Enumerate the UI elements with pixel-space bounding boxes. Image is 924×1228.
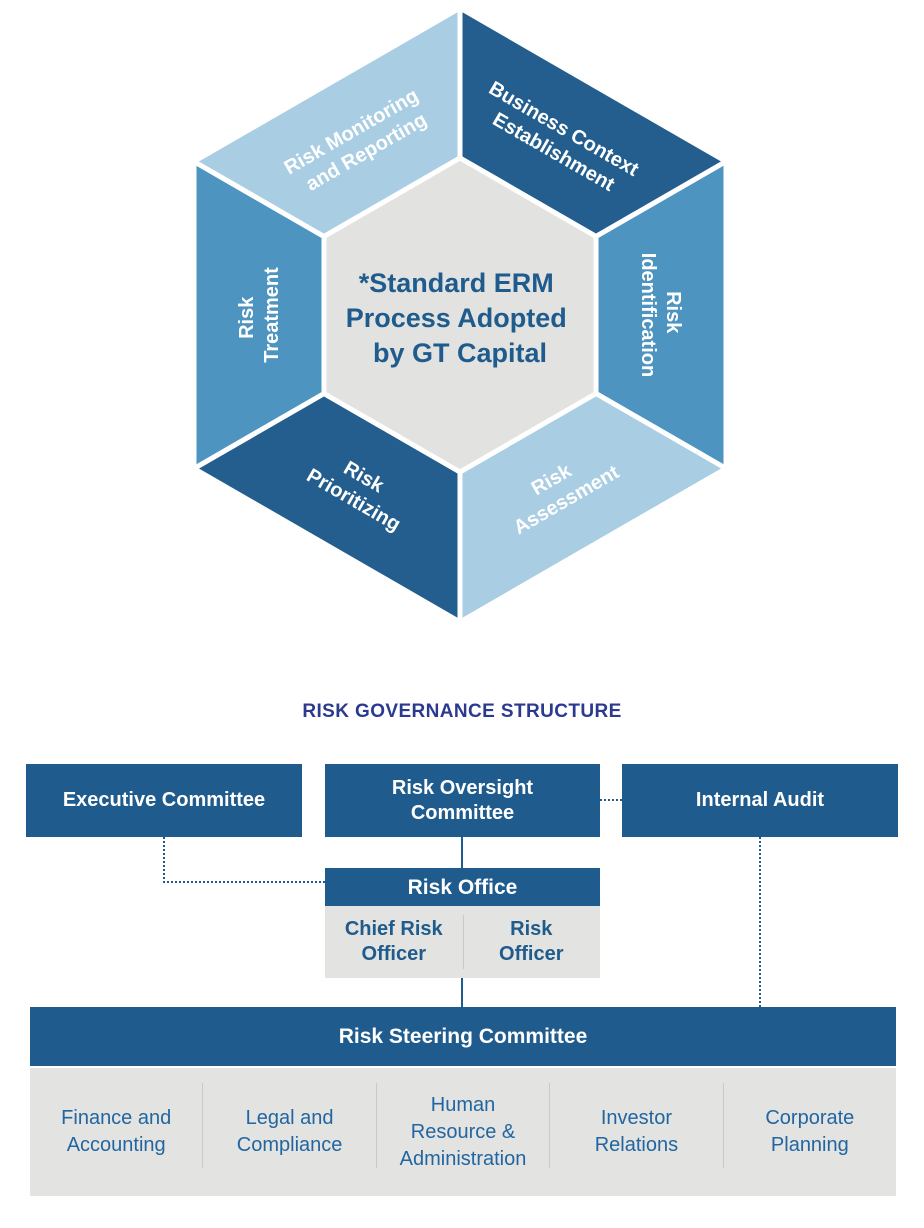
risk-officer-line1: Risk: [510, 918, 553, 940]
panel-divider: [549, 1083, 551, 1168]
connector-exec-down-dotted: [163, 837, 165, 883]
department-line: Legal and: [245, 1107, 334, 1129]
risk-steering-committee-label: Risk Steering Committee: [338, 1025, 588, 1048]
department-line: Human: [430, 1093, 496, 1116]
risk-oversight-committee-box: Risk Oversight Committee: [325, 764, 600, 837]
department-line: Corporate: [765, 1107, 855, 1129]
risk-governance-heading: RISK GOVERNANCE STRUCTURE: [302, 701, 622, 722]
panel-divider: [375, 1083, 377, 1168]
panel-divider: [202, 1083, 204, 1168]
department-line: Investor: [600, 1107, 672, 1129]
department-line: Planning: [770, 1134, 849, 1156]
segment-risk-treatment-label: Risk Treatment: [236, 267, 283, 363]
panel-divider: [722, 1083, 724, 1168]
risk-officer-line2: Officer: [499, 943, 564, 965]
departments-panel: Finance and Accounting Legal and Complia…: [30, 1068, 896, 1196]
risk-oversight-label-line1: Risk Oversight: [391, 776, 534, 799]
segment-risk-assessment: Risk Assessment: [457, 390, 732, 627]
chief-risk-officer-line1: Chief Risk: [344, 918, 443, 940]
connector-exec-to-risk-office-dotted: [163, 881, 325, 883]
department-investor-relations: Investor Relations: [550, 1068, 722, 1196]
department-finance-accounting: Finance and Accounting: [30, 1068, 202, 1196]
executive-committee-box: Executive Committee: [26, 764, 302, 837]
risk-oversight-label-line2: Committee: [410, 801, 515, 824]
hexagon-center: *Standard ERM Process Adopted by GT Capi…: [321, 155, 599, 475]
connector-internal-audit-down-dotted: [759, 837, 761, 1007]
risk-office-label: Risk Office: [407, 875, 518, 899]
segment-risk-identification: Risk Identification: [593, 157, 729, 473]
chief-risk-officer-line2: Officer: [361, 943, 426, 965]
segment-risk-identification-label: Risk Identification: [637, 253, 684, 377]
hexagon-center-label: *Standard ERM Process Adopted by GT Capi…: [346, 268, 575, 368]
risk-office-members: Chief Risk Officer Risk Officer: [325, 906, 600, 978]
department-human-resource-administration: Human Resource & Administration: [377, 1068, 549, 1196]
connector-oversight-to-internal-audit-dotted: [600, 799, 622, 801]
risk-office-divider: [462, 915, 464, 969]
internal-audit-box: Internal Audit: [622, 764, 898, 837]
risk-office-box: Risk Office: [325, 868, 600, 906]
department-line: Relations: [594, 1134, 679, 1156]
department-line: Administration: [399, 1147, 527, 1170]
internal-audit-label: Internal Audit: [695, 789, 825, 811]
department-line: Resource &: [410, 1120, 516, 1143]
department-line: Accounting: [66, 1134, 166, 1156]
department-corporate-planning: Corporate Planning: [724, 1068, 896, 1196]
risk-steering-committee-bar: Risk Steering Committee: [30, 1007, 896, 1066]
department-line: Finance and: [61, 1107, 172, 1129]
risk-officer-cell: Risk Officer: [463, 906, 601, 978]
hexagon-center-shape: [321, 155, 599, 475]
chief-risk-officer-cell: Chief Risk Officer: [325, 906, 463, 978]
department-line: Compliance: [236, 1134, 343, 1156]
executive-committee-label: Executive Committee: [62, 789, 266, 811]
erm-process-hexagon: Business Context Establishment Risk Iden…: [194, 8, 732, 627]
connector-risk-office-to-steering: [461, 978, 463, 1007]
department-legal-compliance: Legal and Compliance: [203, 1068, 375, 1196]
connector-oversight-to-risk-office: [461, 837, 463, 868]
